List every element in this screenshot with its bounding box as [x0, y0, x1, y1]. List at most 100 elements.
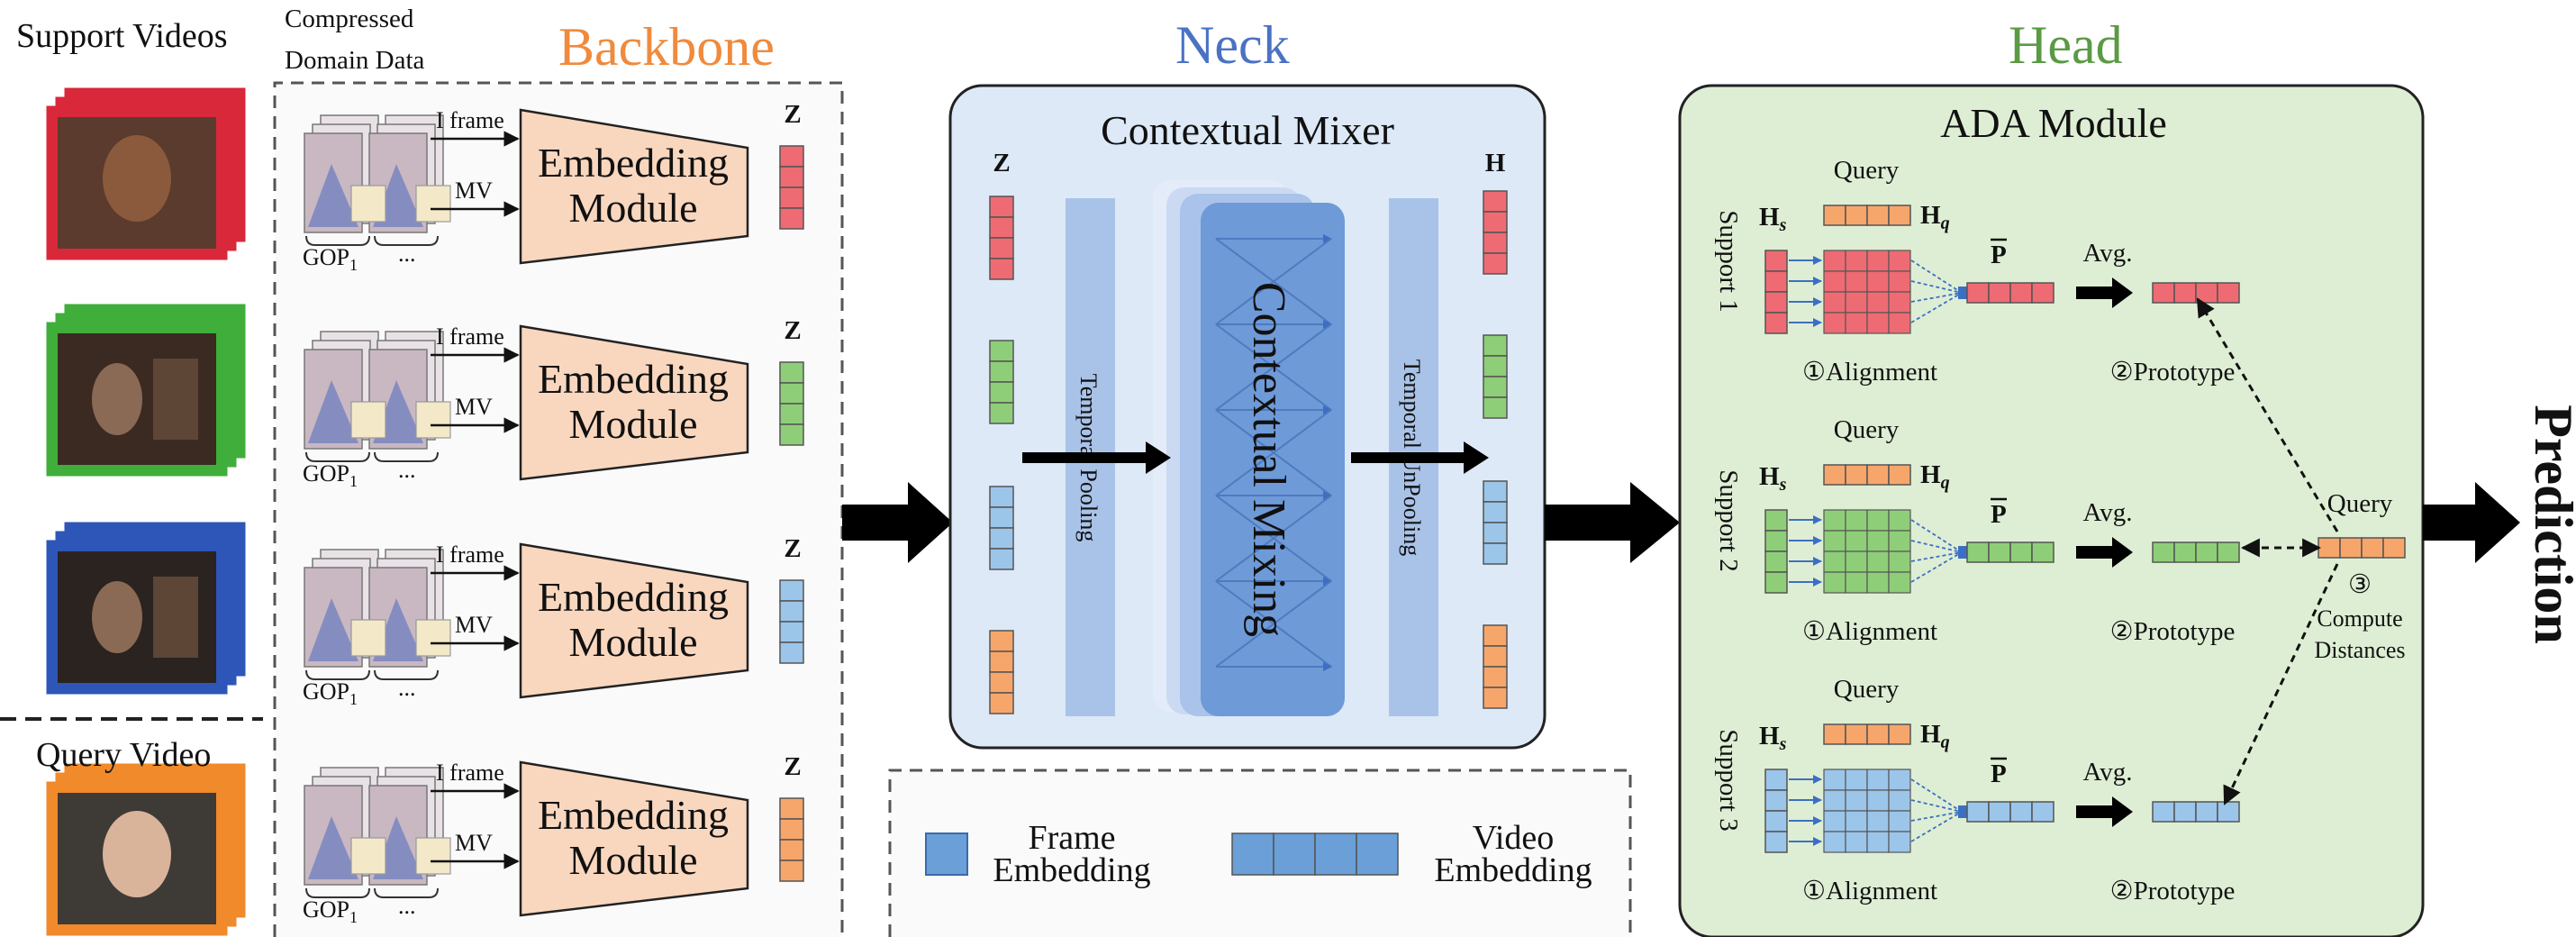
prototype-bar	[2152, 541, 2240, 563]
neck-h-stack-cell	[1483, 480, 1508, 503]
embedding-module-shape	[519, 760, 749, 917]
neck-h-stack-cell	[1483, 624, 1508, 647]
query-embedding-bar-cell	[1866, 464, 1890, 486]
face-shape	[103, 135, 171, 222]
hs-embedding-stack-cell	[1764, 831, 1788, 853]
backbone-title: Backbone	[558, 17, 775, 77]
gop-label: GOP1	[303, 678, 358, 708]
alignment-cell	[1866, 509, 1890, 532]
hq-label: Hq	[1920, 720, 1950, 752]
gop-subscript: 1	[349, 690, 358, 708]
query-video-title: Query Video	[36, 736, 211, 774]
alignment-cell	[1823, 831, 1846, 853]
video-embedding-swatch	[1231, 832, 1399, 876]
video-embedding-cell-row-cell	[1314, 832, 1357, 876]
alignment-cell	[1845, 509, 1868, 532]
z-embedding-stack-cell	[779, 860, 804, 882]
neck-z-stack-cell	[989, 402, 1014, 424]
query-embedding-bar-cell	[1823, 205, 1846, 226]
neck-h-stack-cell	[1483, 522, 1508, 544]
neck-title: Neck	[1175, 15, 1290, 75]
alignment-cell	[1845, 312, 1868, 334]
z-embedding-stack-cell	[779, 382, 804, 405]
alignment-label: ①Alignment	[1802, 877, 1937, 905]
hs-embedding-stack	[1764, 769, 1788, 853]
alignment-label: ①Alignment	[1802, 358, 1937, 387]
background-shape	[153, 359, 198, 440]
compressed-label-line2: Domain Data	[285, 46, 425, 75]
hq-subscript: q	[1941, 732, 1950, 752]
alignment-cell	[1823, 550, 1846, 573]
neck-z-stack	[989, 340, 1014, 424]
alignment-cell	[1845, 769, 1868, 791]
query-embedding-bar	[1823, 464, 1911, 486]
contextual-mixing-label: Contextual Mixing	[1243, 282, 1294, 637]
prototype-bar-cell	[2217, 801, 2240, 823]
neck-z-stack	[989, 196, 1014, 280]
gop-bracket	[305, 669, 370, 680]
motion-vector-grid	[415, 401, 451, 439]
neck-z-stack-cell	[989, 258, 1014, 280]
gop-frame-content	[308, 598, 358, 661]
avg-label: Avg.	[2082, 758, 2132, 787]
iframe-label: I frame	[436, 541, 504, 568]
z-embedding-stack-cell	[779, 145, 804, 168]
alignment-cell	[1845, 250, 1868, 272]
query-embedding-bar-cell	[1845, 205, 1868, 226]
contextual-mixer-title: Contextual Mixer	[1101, 107, 1394, 153]
alignment-cell	[1888, 509, 1911, 532]
pooling-arrow	[1022, 441, 1171, 474]
fan-line	[1910, 799, 1963, 813]
neck-z-stack-cell	[989, 340, 1014, 362]
gop-frame-content	[308, 164, 358, 227]
prototype-label: ②Prototype	[2110, 358, 2236, 387]
hs-embedding-stack-cell	[1764, 291, 1788, 314]
gop-bracket	[305, 235, 370, 246]
hs-embedding-stack-cell	[1764, 769, 1788, 791]
z-embedding-stack-cell	[779, 839, 804, 861]
query-embedding-bar-cell	[1888, 464, 1911, 486]
p-embedding-bar	[1966, 541, 2054, 563]
neck-h-stack-cell	[1483, 645, 1508, 668]
neck-embedding-stacks	[989, 190, 1508, 714]
neck-h-stack-cell	[1483, 687, 1508, 709]
p-embedding-bar	[1966, 801, 2054, 823]
z-embedding-stack	[779, 797, 804, 882]
hs-embedding-stack	[1764, 250, 1788, 334]
neck-h-stack-cell	[1483, 666, 1508, 688]
neck-z-stack-cell	[989, 237, 1014, 259]
hs-embedding-stack-cell	[1764, 789, 1788, 812]
arrow-backbone-to-neck	[842, 482, 953, 563]
hs-embedding-stack-cell	[1764, 530, 1788, 552]
p-embedding-bar-cell	[2009, 282, 2033, 304]
support-video-thumb	[46, 87, 246, 260]
person-shape	[92, 581, 142, 653]
alignment-cell	[1823, 270, 1846, 293]
alignment-cell	[1866, 270, 1890, 293]
mixing-connections	[1215, 234, 1332, 671]
iframe-label: I frame	[436, 323, 504, 350]
z-embedding-stack-cell	[779, 797, 804, 820]
z-label: Z	[784, 752, 801, 781]
embedding-module-line1: Embedding	[538, 792, 729, 838]
embedding-module-shape	[519, 324, 749, 481]
p-embedding-bar-cell	[1988, 801, 2011, 823]
video-thumbnails	[46, 87, 246, 936]
hq-text: H	[1920, 460, 1941, 489]
prototype-bar-cell	[2217, 541, 2240, 563]
z-label: Z	[784, 316, 801, 345]
query-prototype-bar	[2317, 537, 2406, 559]
arrow-to-prediction	[2423, 482, 2520, 563]
support-label: Support 3	[1714, 729, 1743, 832]
legend-border	[888, 769, 1632, 937]
gop-ellipsis: ...	[398, 457, 416, 483]
neck-z-stack-cell	[989, 671, 1014, 694]
hq-label: Hq	[1920, 201, 1950, 233]
motion-vector-grid	[415, 837, 451, 875]
neck-z-stack-cell	[989, 381, 1014, 404]
neck-h-stack	[1483, 334, 1508, 419]
